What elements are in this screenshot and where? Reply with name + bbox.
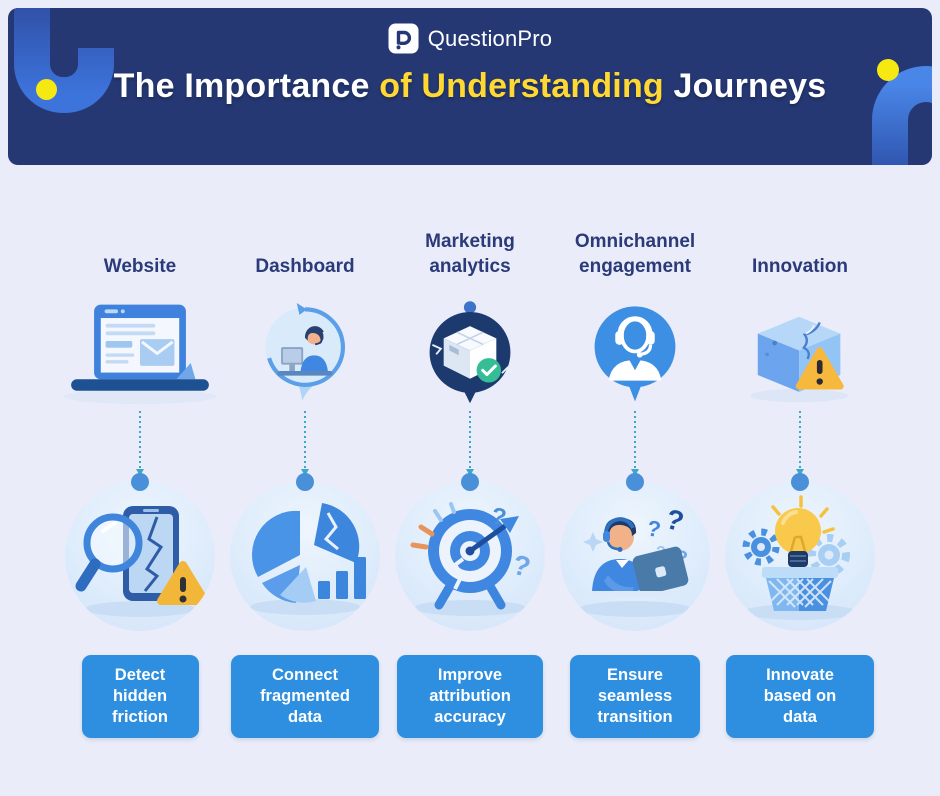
dotted-connector (631, 407, 639, 481)
yellow-dot-right (877, 59, 899, 81)
button-improve-attribution-accuracy[interactable]: Improve attribution accuracy (397, 655, 543, 738)
dotted-connector (136, 407, 144, 481)
button-ensure-seamless-transition[interactable]: Ensure seamless transition (570, 655, 700, 738)
page-title: The Importance of Understanding Journeys (8, 67, 932, 106)
column-marketing-analytics: Marketing analytics (388, 221, 553, 738)
title-highlight: of Understanding (379, 67, 664, 105)
title-part-1: The Importance (113, 67, 380, 105)
column-dashboard: Dashboard (223, 221, 388, 738)
journey-columns: Website (0, 165, 940, 738)
button-innovate-based-on-data[interactable]: Innovate based on data (726, 655, 874, 738)
question-mark-glyph: ? (489, 502, 509, 531)
title-part-3: Journeys (663, 67, 827, 105)
connector-dot (626, 473, 644, 491)
laptop-browser-email-icon (44, 293, 236, 407)
yellow-dot-left (36, 79, 57, 100)
dotted-connector (301, 407, 309, 481)
package-check-badge-icon (423, 293, 517, 407)
fragmented-pie-and-bar-chart-illustration (230, 473, 380, 631)
logo-text: QuestionPro (427, 25, 553, 51)
connector-dot (296, 473, 314, 491)
agent-laptop-question-marks-illustration: ? ? ? ? (560, 473, 710, 631)
cracked-phone-magnifier-warning-illustration (65, 473, 215, 631)
column-label-website: Website (103, 255, 177, 277)
questionpro-logo-icon (388, 23, 419, 54)
button-detect-hidden-friction[interactable]: Detect hidden friction (81, 655, 199, 738)
lightbulb-gears-basket-illustration (725, 473, 875, 631)
question-mark-glyph: ? (645, 515, 663, 542)
dotted-connector (466, 407, 474, 481)
column-label-dashboard: Dashboard (255, 255, 355, 277)
column-omnichannel-engagement: Omnichannel engagement (553, 221, 718, 738)
column-innovation: Innovation (718, 221, 883, 738)
logo: QuestionPro (8, 8, 932, 54)
question-mark-glyph: ? (662, 503, 687, 538)
dotted-connector (796, 407, 804, 481)
column-label-omnichannel-engagement: Omnichannel engagement (574, 230, 696, 277)
question-mark-glyph: ? (510, 549, 534, 583)
headset-user-badge-icon (588, 293, 682, 407)
column-label-marketing-analytics: Marketing analytics (425, 230, 515, 277)
connector-dot (131, 473, 149, 491)
column-website: Website (58, 221, 223, 738)
connector-dot (461, 473, 479, 491)
header-banner: QuestionPro The Importance of Understand… (8, 8, 932, 165)
target-arrow-question-marks-illustration: ? ? (395, 473, 545, 631)
button-connect-fragmented-data[interactable]: Connect fragmented data (231, 655, 379, 738)
connector-dot (791, 473, 809, 491)
support-agent-sync-badge-icon (259, 293, 351, 407)
cracked-cube-warning-icon (739, 293, 861, 407)
column-label-innovation: Innovation (751, 255, 849, 277)
